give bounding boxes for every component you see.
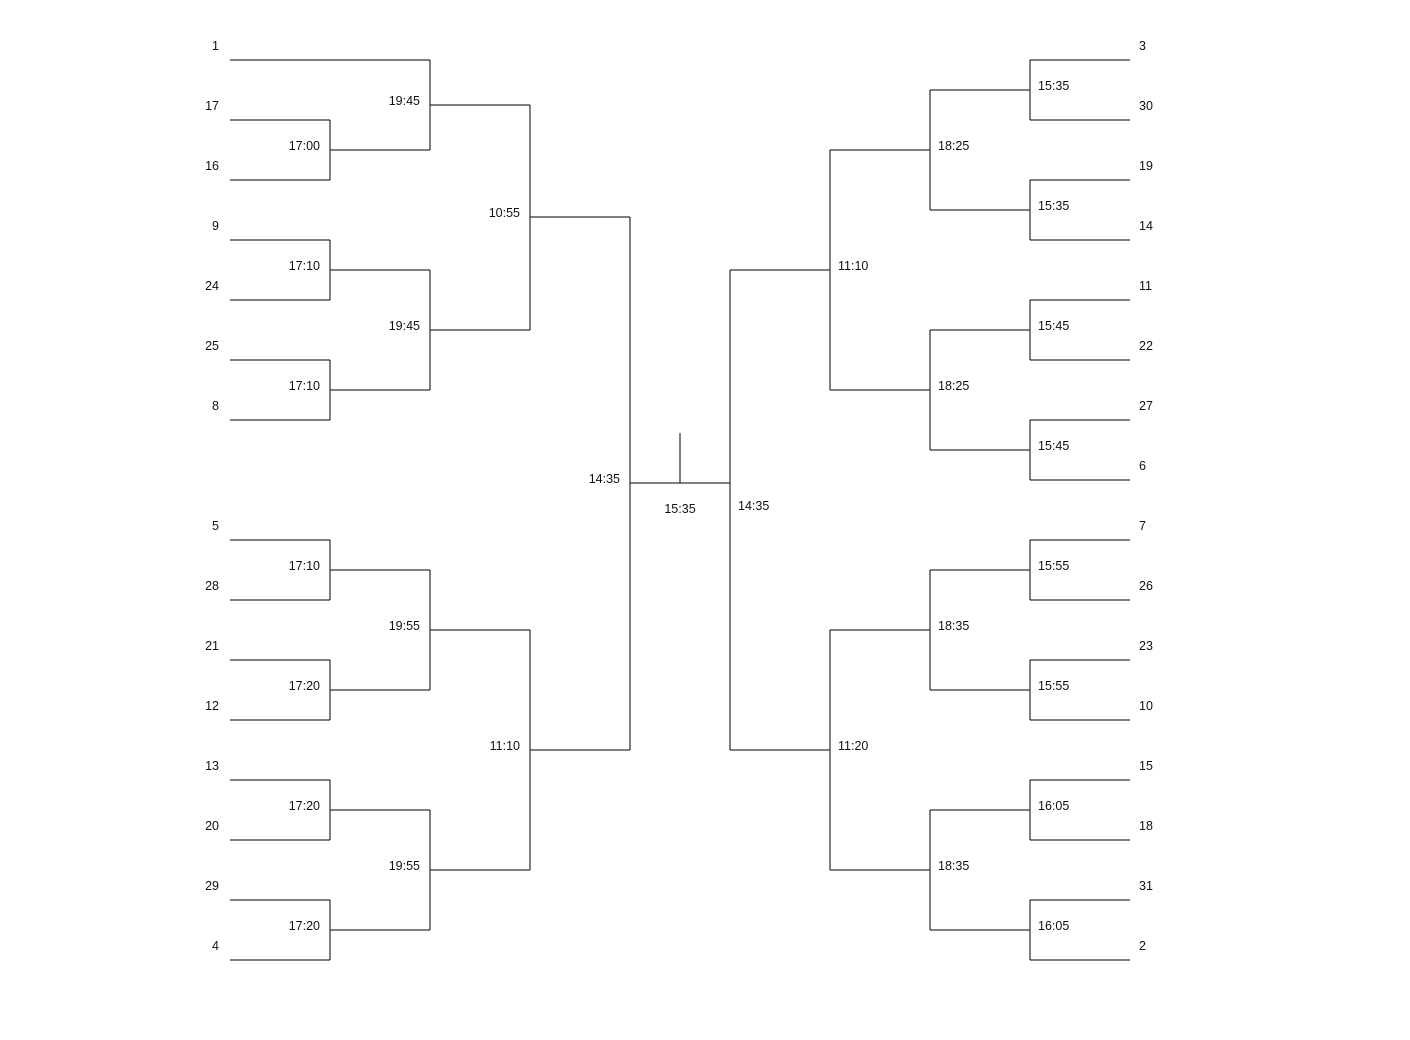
match-time: 11:10 bbox=[838, 259, 868, 273]
match-time: 11:10 bbox=[490, 739, 520, 753]
right-bracket-lines bbox=[729, 59, 1130, 961]
match-time: 15:55 bbox=[1038, 679, 1069, 693]
seed-label: 14 bbox=[1139, 219, 1153, 233]
match-time: 17:20 bbox=[289, 799, 320, 813]
seed-label: 26 bbox=[1139, 579, 1153, 593]
seed-label: 6 bbox=[1139, 459, 1146, 473]
seed-label: 25 bbox=[205, 339, 219, 353]
seed-label: 5 bbox=[212, 519, 219, 533]
seed-label: 8 bbox=[212, 399, 219, 413]
match-time: 17:20 bbox=[289, 679, 320, 693]
match-time: 17:10 bbox=[289, 559, 320, 573]
seed-label: 10 bbox=[1139, 699, 1153, 713]
seed-label: 21 bbox=[205, 639, 219, 653]
seed-label: 20 bbox=[205, 819, 219, 833]
match-time: 15:35 bbox=[1038, 79, 1069, 93]
seed-label: 24 bbox=[205, 279, 219, 293]
match-time: 15:55 bbox=[1038, 559, 1069, 573]
seed-label: 29 bbox=[205, 879, 219, 893]
right-seeds: 3 30 19 14 11 22 27 6 7 26 23 10 15 18 3… bbox=[1139, 39, 1153, 953]
match-time: 17:20 bbox=[289, 919, 320, 933]
left-match-times: 17:00 17:10 17:10 17:10 17:20 17:20 17:2… bbox=[289, 94, 620, 933]
seed-label: 3 bbox=[1139, 39, 1146, 53]
seed-label: 19 bbox=[1139, 159, 1153, 173]
match-time: 14:35 bbox=[589, 472, 620, 486]
right-match-times: 15:35 15:35 15:45 15:45 15:55 15:55 16:0… bbox=[738, 79, 1069, 933]
seed-label: 7 bbox=[1139, 519, 1146, 533]
match-time: 14:35 bbox=[738, 499, 769, 513]
seed-label: 9 bbox=[212, 219, 219, 233]
match-time: 19:45 bbox=[389, 94, 420, 108]
match-time: 18:25 bbox=[938, 379, 969, 393]
match-time: 15:35 bbox=[1038, 199, 1069, 213]
seed-label: 4 bbox=[212, 939, 219, 953]
seed-label: 30 bbox=[1139, 99, 1153, 113]
seed-label: 1 bbox=[212, 39, 219, 53]
match-time: 18:35 bbox=[938, 619, 969, 633]
seed-label: 27 bbox=[1139, 399, 1153, 413]
seed-label: 28 bbox=[205, 579, 219, 593]
left-bracket-lines bbox=[230, 59, 631, 961]
match-time: 15:45 bbox=[1038, 319, 1069, 333]
match-time: 15:45 bbox=[1038, 439, 1069, 453]
match-time: 17:10 bbox=[289, 379, 320, 393]
match-time: 16:05 bbox=[1038, 919, 1069, 933]
seed-label: 22 bbox=[1139, 339, 1153, 353]
seed-label: 13 bbox=[205, 759, 219, 773]
match-time: 17:10 bbox=[289, 259, 320, 273]
match-time: 19:55 bbox=[389, 859, 420, 873]
match-time: 19:55 bbox=[389, 619, 420, 633]
final-lines bbox=[630, 433, 730, 484]
seed-label: 12 bbox=[205, 699, 219, 713]
match-time: 16:05 bbox=[1038, 799, 1069, 813]
seed-label: 17 bbox=[205, 99, 219, 113]
seed-label: 16 bbox=[205, 159, 219, 173]
left-seeds: 1 17 16 9 24 25 8 5 28 21 12 13 20 29 4 bbox=[205, 39, 219, 953]
seed-label: 15 bbox=[1139, 759, 1153, 773]
match-time: 10:55 bbox=[489, 206, 520, 220]
match-time: 18:25 bbox=[938, 139, 969, 153]
seed-label: 31 bbox=[1139, 879, 1153, 893]
match-time: 18:35 bbox=[938, 859, 969, 873]
match-time: 11:20 bbox=[838, 739, 868, 753]
seed-label: 2 bbox=[1139, 939, 1146, 953]
final-match-time: 15:35 bbox=[664, 502, 695, 516]
seed-label: 18 bbox=[1139, 819, 1153, 833]
match-time: 17:00 bbox=[289, 139, 320, 153]
match-time: 19:45 bbox=[389, 319, 420, 333]
seed-label: 11 bbox=[1139, 279, 1152, 293]
seed-label: 23 bbox=[1139, 639, 1153, 653]
